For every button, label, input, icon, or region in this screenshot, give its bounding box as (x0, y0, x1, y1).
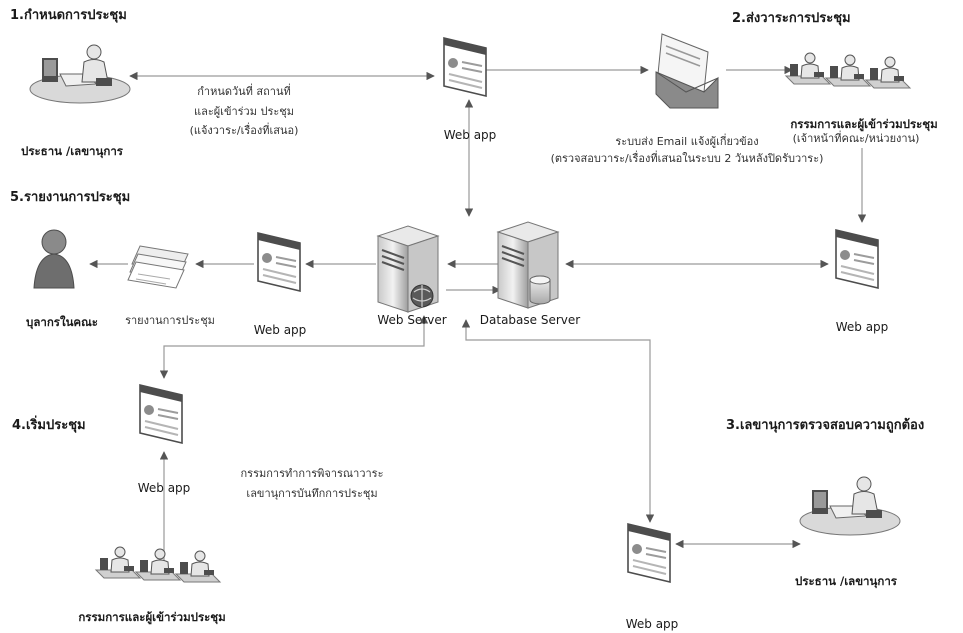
schedule-note-line3: (แจ้งวาระ/เรื่องที่เสนอ) (189, 124, 299, 137)
meeting-group-icon (96, 547, 220, 582)
web-app-label-mid-left: Web app (137, 481, 191, 495)
step3-heading: 3.เลขานุการตรวจสอบความถูกต้อง (726, 418, 925, 433)
meeting-report-label: รายงานการประชุม (125, 314, 215, 327)
web-server-icon (377, 225, 439, 313)
web-app-window-icon (139, 384, 183, 444)
web-app-window-icon (257, 232, 301, 292)
meeting-note-line1: กรรมการทำการพิจารณาวาระ (240, 467, 384, 480)
documents-stack-icon (127, 245, 189, 289)
web-app-label-top: Web app (443, 128, 497, 142)
chair-secretary-label-bottom: ประธาน /เลขานุการ (795, 574, 897, 588)
chair-secretary-label-top: ประธาน /เลขานุการ (21, 144, 123, 158)
faculty-staff-label: บุลากรในคณะ (26, 315, 98, 329)
step2-heading: 2.ส่งวาระการประชุม (732, 11, 851, 26)
database-server-icon (497, 221, 559, 309)
committee-label-bottom: กรรมการและผู้เข้าร่วมประชุม (78, 610, 226, 624)
meeting-group-icon (786, 53, 910, 88)
web-server-label: Web Server (377, 313, 447, 327)
web-app-window-icon (443, 37, 487, 97)
web-app-window-icon (835, 229, 879, 289)
web-app-label-bottom: Web app (625, 617, 679, 631)
committee-note-top: (เจ้าหน้าที่คณะ/หน่วยงาน) (792, 132, 920, 145)
computer-user-icon (29, 44, 131, 104)
step1-heading: 1.กำหนดการประชุม (10, 8, 127, 23)
step5-heading: 5.รายงานการประชุม (10, 190, 131, 205)
step4-heading: 4.เริ่มประชุม (12, 418, 86, 433)
meeting-note-line2: เลขานุการบันทึกการประชุม (246, 487, 378, 500)
connector-webserver-to-webapp-midleft (159, 315, 429, 379)
web-app-label-right: Web app (835, 320, 889, 334)
committee-label-top: กรรมการและผู้เข้าร่วมประชุม (790, 117, 938, 131)
schedule-note-line2: และผู้เข้าร่วม ประชุม (194, 105, 294, 118)
database-server-label: Database Server (479, 313, 581, 327)
web-app-window-icon (627, 523, 671, 583)
person-icon (33, 229, 75, 289)
schedule-note-line1: กำหนดวันที่ สถานที่ (197, 85, 291, 98)
connector-db-to-webapp-bottom (461, 319, 655, 523)
computer-user-icon (799, 476, 901, 536)
email-note-line1: ระบบส่ง Email แจ้งผู้เกี่ยวข้อง (615, 135, 759, 148)
email-note-line2: (ตรวจสอบวาระ/เรื่องที่เสนอในระบบ 2 วันหล… (550, 152, 824, 165)
email-envelope-icon (655, 33, 719, 109)
web-app-label-left: Web app (253, 323, 307, 337)
